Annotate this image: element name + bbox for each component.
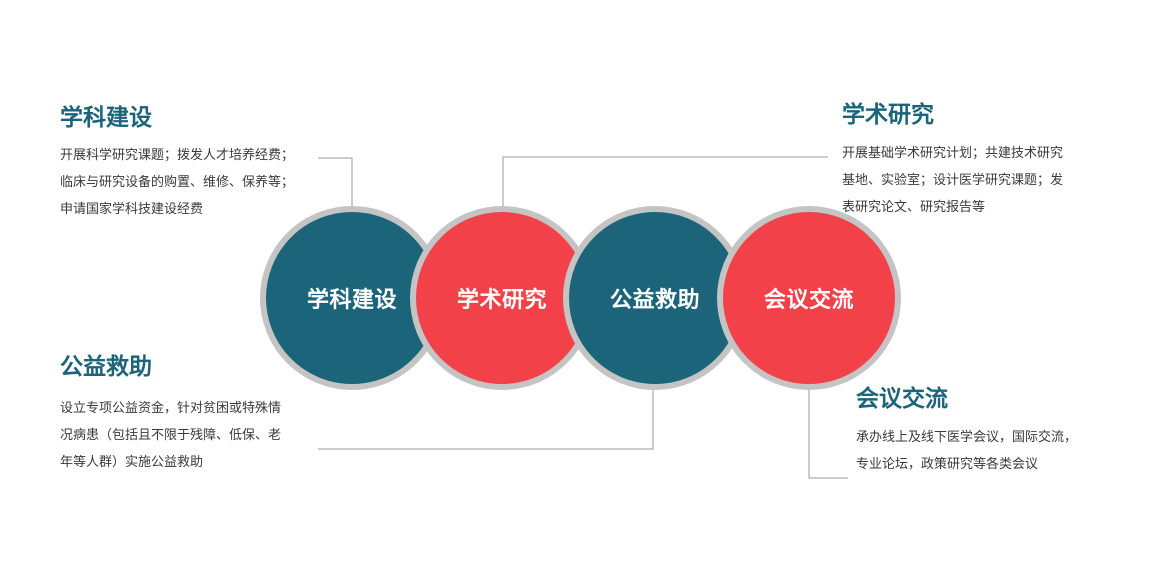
callout-xueshu-line: 基地、实验室；设计医学研究课题；发 xyxy=(842,173,1064,188)
node-xueshu-label: 学术研究 xyxy=(456,288,547,313)
callout-gongyi-text: 设立专项公益资金，针对贫困或特殊情 况病患（包括且不限于残障、低保、老 年等人群… xyxy=(60,395,281,476)
callout-xueke-line: 临床与研究设备的购置、维修、保养等； xyxy=(60,175,295,190)
callout-gongyi-line: 年等人群）实施公益救助 xyxy=(60,455,204,470)
callout-gongyi-line: 设立专项公益资金，针对贫困或特殊情 xyxy=(60,401,282,416)
callout-huiyi-line: 专业论坛，政策研究等各类会议 xyxy=(856,457,1039,472)
callout-xueke-line: 开展科学研究课题；拨发人才培养经费； xyxy=(60,148,295,163)
callout-huiyi-text: 承办线上及线下医学会议，国际交流， 专业论坛，政策研究等各类会议 xyxy=(856,424,1077,478)
node-gongyi-label: 公益救助 xyxy=(609,288,700,313)
node-xueke-label: 学科建设 xyxy=(306,288,397,313)
connector-gongyi xyxy=(318,388,654,450)
callout-gongyi-title: 公益救助 xyxy=(60,354,152,380)
callout-xueke-title: 学科建设 xyxy=(60,105,152,131)
connector-huiyi xyxy=(808,388,848,479)
callout-huiyi-line: 承办线上及线下医学会议，国际交流， xyxy=(856,430,1078,445)
callout-xueshu-title: 学术研究 xyxy=(842,102,934,128)
callout-xueke-line: 申请国家学科技建设经费 xyxy=(60,202,204,217)
connector-xueshu xyxy=(502,156,828,210)
callout-xueshu-text: 开展基础学术研究计划；共建技术研究 基地、实验室；设计医学研究课题；发 表研究论… xyxy=(842,140,1063,221)
node-huiyi: 会议交流 xyxy=(717,206,901,390)
node-gongyi: 公益救助 xyxy=(563,206,747,390)
callout-xueke-text: 开展科学研究课题；拨发人才培养经费； 临床与研究设备的购置、维修、保养等； 申请… xyxy=(60,142,294,223)
callout-xueshu-line: 表研究论文、研究报告等 xyxy=(842,200,986,215)
callout-gongyi-line: 况病患（包括且不限于残障、低保、老 xyxy=(60,428,282,443)
callout-xueshu-line: 开展基础学术研究计划；共建技术研究 xyxy=(842,146,1064,161)
callout-huiyi-title: 会议交流 xyxy=(856,386,948,412)
connector-xueke xyxy=(318,157,353,213)
node-huiyi-label: 会议交流 xyxy=(763,288,854,313)
